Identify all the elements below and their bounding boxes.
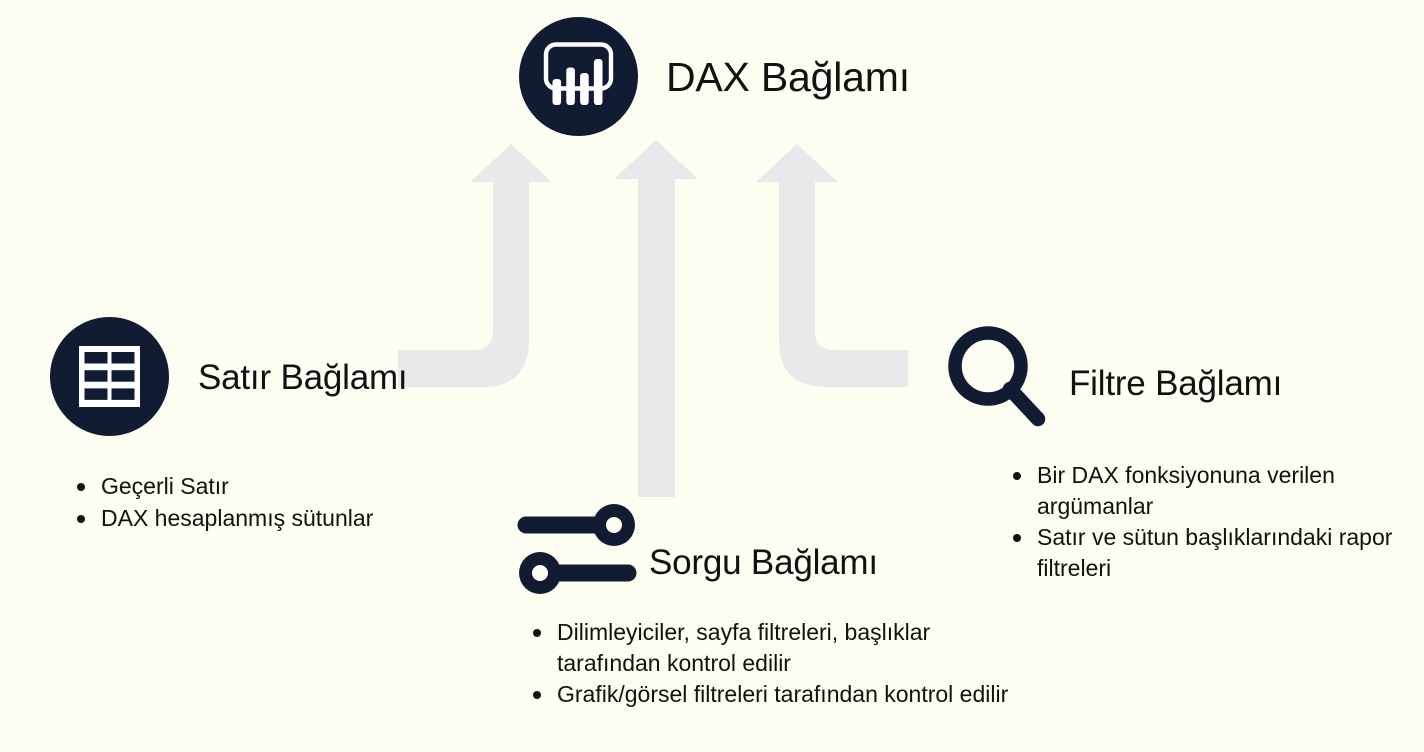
node-query-title: Sorgu Bağlamı [649, 543, 878, 582]
list-item: Grafik/görsel filtreleri tarafından kont… [524, 679, 1024, 710]
list-item: Satır ve sütun başlıklarındaki rapor fil… [1004, 522, 1394, 583]
list-item: Dilimleyiciler, sayfa filtreleri, başlık… [524, 617, 1024, 678]
filter-context-bullet-list: Bir DAX fonksiyonuna verilen argümanlar … [1004, 460, 1394, 584]
node-dax-title: DAX Bağlamı [666, 54, 910, 100]
arrow-filter-to-dax [756, 144, 908, 387]
list-item: Bir DAX fonksiyonuna verilen argümanlar [1004, 460, 1394, 521]
node-dax-context: DAX Bağlamı [519, 17, 910, 136]
query-context-bullet-list: Dilimleyiciler, sayfa filtreleri, başlık… [524, 617, 1024, 711]
arrow-query-to-dax [614, 140, 698, 497]
row-context-bullet-list: Geçerli Satır DAX hesaplanmış sütunlar [68, 471, 498, 534]
node-filter-context: Filtre Bağlamı [941, 322, 1282, 441]
magnifier-search-icon [948, 326, 1046, 427]
node-query-context: Sorgu Bağlamı [516, 504, 878, 594]
node-row-title: Satır Bağlamı [198, 358, 408, 397]
list-item: DAX hesaplanmış sütunlar [68, 503, 498, 534]
sliders-settings-icon [517, 504, 637, 594]
node-filter-title: Filtre Bağlamı [1069, 364, 1283, 403]
arrow-row-to-dax [398, 144, 552, 387]
node-row-context: Satır Bağlamı [50, 317, 408, 436]
table-grid-icon [50, 317, 169, 436]
list-item: Geçerli Satır [68, 471, 498, 502]
power-bi-bar-chart-icon [519, 17, 638, 136]
